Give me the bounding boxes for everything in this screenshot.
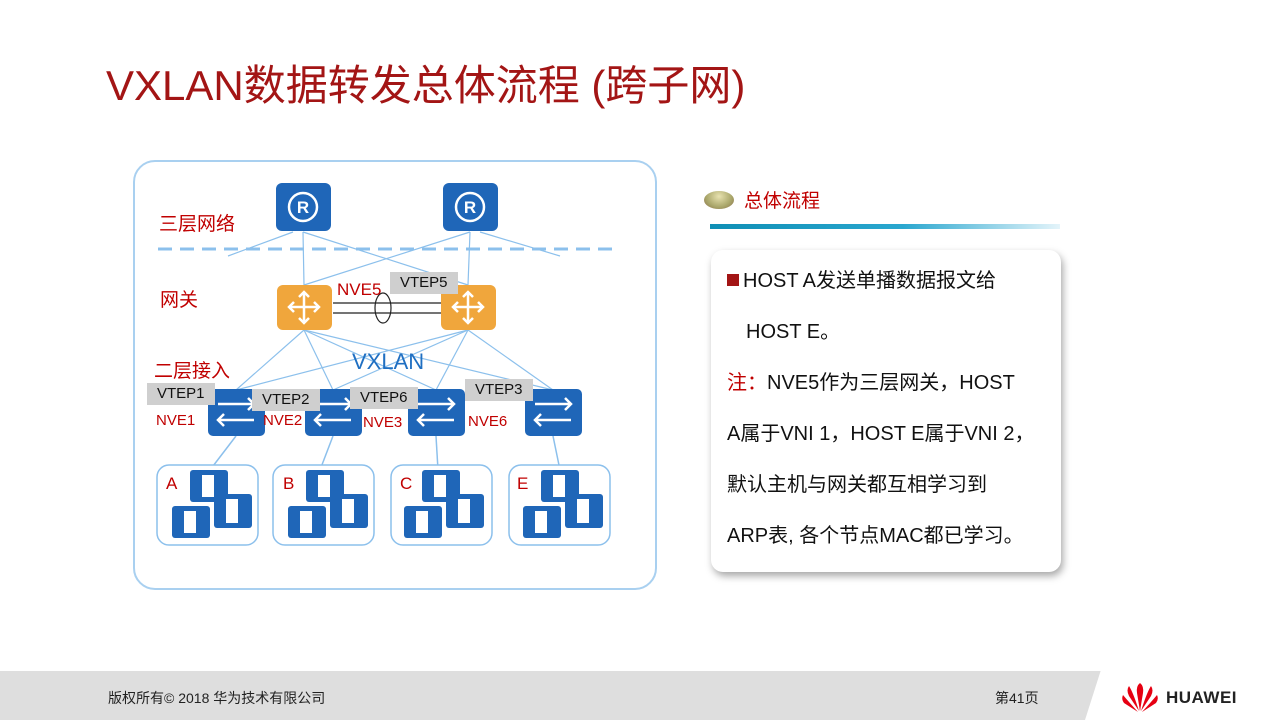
router-right-icon: R: [443, 183, 498, 231]
footer-bar: [0, 671, 1280, 720]
layer-label-l3: 三层网络: [159, 214, 236, 235]
vtep-label-3: VTEP3: [465, 379, 533, 401]
note-line-5: 默认主机与网关都互相学习到: [727, 474, 987, 496]
nve-label-3: NVE3: [363, 414, 403, 431]
topology-frame: [133, 160, 657, 590]
square-bullet-icon: [727, 274, 739, 286]
note-line-2: HOST E。: [746, 321, 841, 343]
nve-label-1: NVE1: [156, 412, 196, 429]
footer-logo-area: [1085, 671, 1280, 720]
huawei-logo-icon: [1122, 683, 1158, 712]
footer-page-number: 第41页: [995, 690, 1039, 706]
vtep-label-2: VTEP2: [252, 389, 320, 411]
nve-label-2: NVE2: [263, 412, 303, 429]
nve-label-6: NVE6: [468, 413, 508, 430]
vtep-label-6: VTEP6: [350, 387, 418, 409]
gateway-switch-right-icon: [441, 285, 496, 330]
server-group-e-icon: [523, 470, 603, 538]
svg-text:R: R: [464, 198, 476, 217]
note-line-1: HOST A发送单播数据报文给: [727, 264, 996, 293]
server-group-b-icon: [288, 470, 368, 538]
footer-brand: HUAWEI: [1166, 688, 1237, 707]
router-left-icon: R: [276, 183, 331, 231]
vxlan-label: VXLAN: [352, 349, 425, 374]
layer-label-gateway: 网关: [160, 290, 199, 311]
footer-copyright: 版权所有© 2018 华为技术有限公司: [108, 690, 326, 706]
gateway-interconnect: [333, 292, 441, 324]
layer-label-l2: 二层接入: [154, 361, 231, 382]
gateway-nve-label: NVE5: [337, 280, 382, 299]
host-links: [209, 435, 561, 471]
gateway-switch-left-icon: [277, 285, 332, 330]
access-switch-1-icon: [208, 389, 265, 436]
svg-text:R: R: [297, 198, 309, 217]
slide-title: VXLAN数据转发总体流程 (跨子网): [106, 62, 746, 109]
note-line-4: A属于VNI 1，HOST E属于VNI 2，: [727, 423, 1035, 445]
host-label-c: C: [400, 474, 413, 493]
access-switch-4-icon: [525, 389, 582, 436]
access-links: [235, 329, 554, 391]
core-links: [227, 231, 561, 286]
server-group-a-icon: [172, 470, 252, 538]
server-group-c-icon: [404, 470, 484, 538]
gateway-vtep-label: VTEP5: [390, 272, 458, 294]
notes-card: [711, 250, 1061, 572]
note-line-6: ARP表, 各个节点MAC都已学习。: [727, 525, 1024, 547]
host-label-a: A: [166, 474, 178, 493]
host-label-e: E: [517, 474, 529, 493]
host-label-b: B: [283, 474, 295, 493]
vtep-label-1: VTEP1: [147, 383, 215, 405]
bullet-orb-icon: [704, 190, 734, 209]
section-heading: 总体流程: [744, 191, 821, 212]
note-line-3: 注：NVE5作为三层网关，HOST: [727, 372, 1015, 394]
section-underline: [710, 224, 1060, 229]
access-switch-3-icon: [408, 389, 465, 436]
section-header: 总体流程: [704, 186, 820, 213]
